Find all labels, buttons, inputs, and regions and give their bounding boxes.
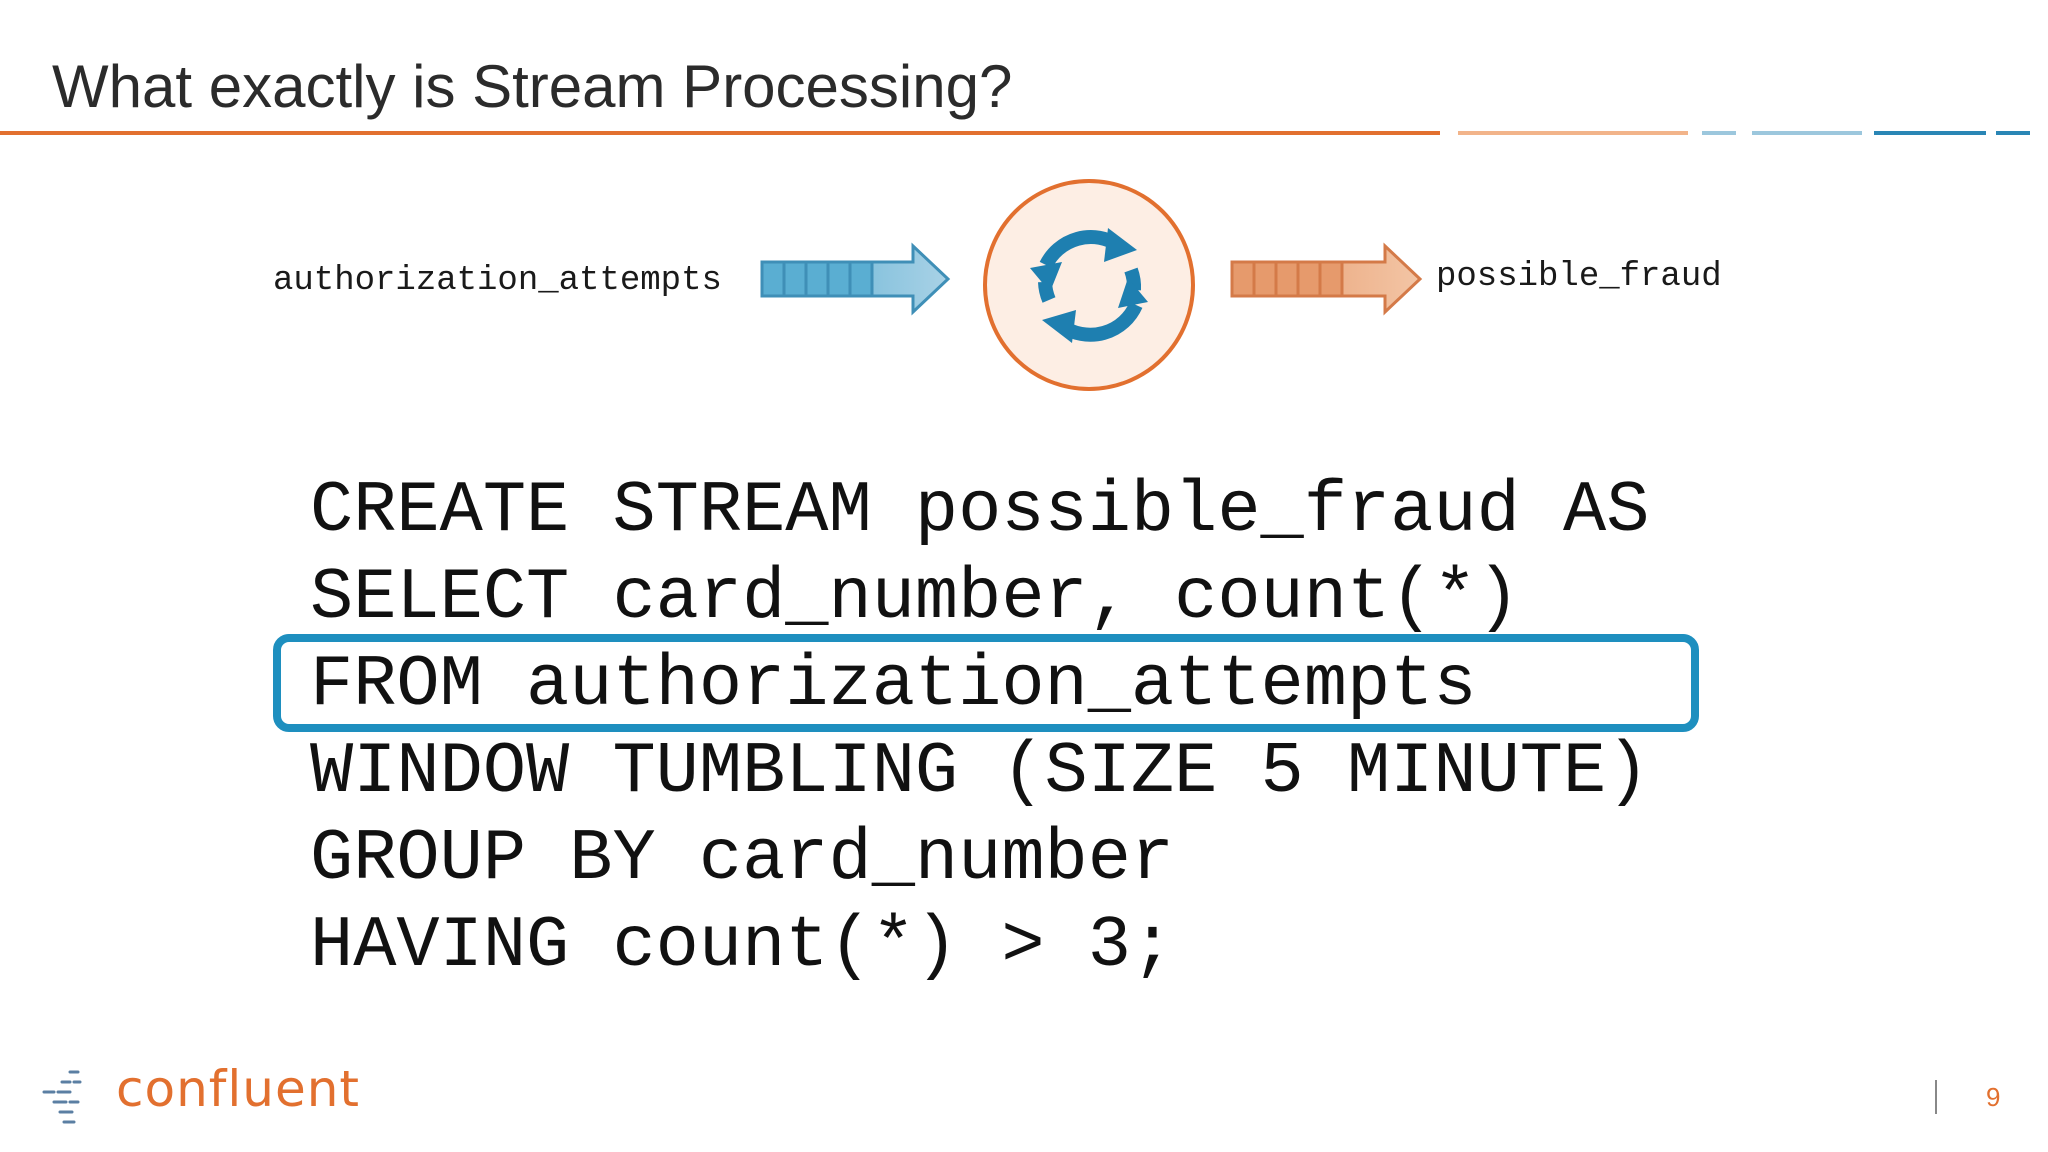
input-topic-label: authorization_attempts [273,262,722,300]
stream-diagram [760,179,1423,391]
title-rule-segment [1996,131,2030,135]
slide-title: What exactly is Stream Processing? [52,53,1013,120]
code-line: GROUP BY card_number [310,818,1175,900]
title-rule-segment [1874,131,1986,135]
title-rule-main [0,131,1440,135]
output-topic-label: possible_fraud [1436,258,1722,296]
refresh-cycle-icon [983,179,1195,391]
output-stream-arrow [1230,242,1423,316]
footer-divider [1935,1080,1937,1114]
code-line: CREATE STREAM possible_fraud AS [310,470,1650,552]
title-rule-segment [1752,131,1862,135]
code-highlight-box [273,634,1699,732]
ksql-code-block: CREATE STREAM possible_fraud AS SELECT c… [310,468,1649,990]
confluent-logo-mark-icon [42,1070,82,1124]
confluent-logo: confluent [40,1060,359,1126]
input-stream-arrow [760,242,951,316]
code-line: WINDOW TUMBLING (SIZE 5 MINUTE) [310,731,1650,813]
page-number: 9 [1986,1082,2001,1112]
code-line-highlighted: FROM authorization_attempts [310,644,1477,726]
logo-wordmark: confluent [116,1060,361,1118]
title-rule-segment [1458,131,1688,135]
code-line: HAVING count(*) > 3; [310,905,1175,987]
code-line: SELECT card_number, count(*) [310,557,1520,639]
title-rule-segment [1702,131,1736,135]
